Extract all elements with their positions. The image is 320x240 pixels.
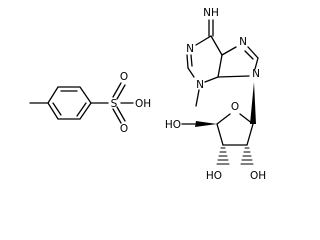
- n7-c8-double: [244, 50, 254, 60]
- n-top-label: N: [186, 43, 194, 55]
- n1-c2-bond: [186, 54, 189, 69]
- oxo-bottom-label: O: [120, 123, 128, 135]
- c4-c3-bond: [216, 123, 224, 146]
- molecule-drawing: O S O OH NH N N N N: [29, 7, 266, 182]
- n9-c4-bond: [217, 75, 250, 78]
- imine-label: NH: [203, 7, 219, 19]
- purine-base: NH N N N N: [186, 7, 260, 107]
- hydroxyl-2-label: OH: [250, 170, 266, 182]
- ring-oxygen-label: O: [231, 101, 239, 113]
- hydroxyl-label: OH: [135, 98, 151, 110]
- c2-oh-hash: [240, 147, 254, 165]
- c6-n1-bond: [195, 35, 212, 46]
- hydroxymethyl-label: HO: [165, 119, 181, 131]
- c5-n7-bond: [221, 46, 237, 56]
- hydroxyl-3-label: HO: [206, 170, 222, 182]
- c4-c5-bond: [217, 54, 223, 78]
- c1-o4-bond: [239, 113, 254, 125]
- s-o-bottom-bond-a: [112, 108, 122, 124]
- n-methyl-bond: [195, 89, 200, 107]
- s-o-bottom-bond-b: [116, 106, 126, 122]
- s-o-top-bond-a: [112, 82, 122, 98]
- c2-c1-bond: [246, 123, 254, 146]
- sulfur-label: S: [111, 98, 118, 110]
- c4-c5-wedge: [195, 121, 217, 127]
- c2-n3-bond: [187, 67, 195, 78]
- c5-c6-bond: [210, 35, 223, 56]
- n3-c4-bond: [204, 76, 219, 83]
- oxo-top-label: O: [120, 71, 128, 83]
- structure-canvas: O S O OH NH N N N N: [29, 7, 266, 182]
- n-ring-label: N: [239, 36, 247, 48]
- c8-n9-bond: [254, 57, 259, 70]
- benzene-double-2: [76, 102, 87, 117]
- n-methyl-label: N: [196, 79, 204, 91]
- benzene-double-3: [52, 102, 62, 116]
- tosylate-fragment: O S O OH: [29, 71, 151, 135]
- n7-c8-bond: [247, 46, 259, 59]
- c3-oh-hash: [216, 147, 230, 165]
- n-glycosidic-label: N: [252, 68, 260, 80]
- glycosidic-wedge: [250, 82, 256, 124]
- o4-c4-bond: [216, 113, 231, 125]
- ribose-sugar: O HO HO OH: [165, 82, 266, 182]
- benzene-ring: [47, 86, 92, 120]
- s-o-top-bond-b: [116, 84, 126, 100]
- n1-c2-double: [190, 54, 193, 67]
